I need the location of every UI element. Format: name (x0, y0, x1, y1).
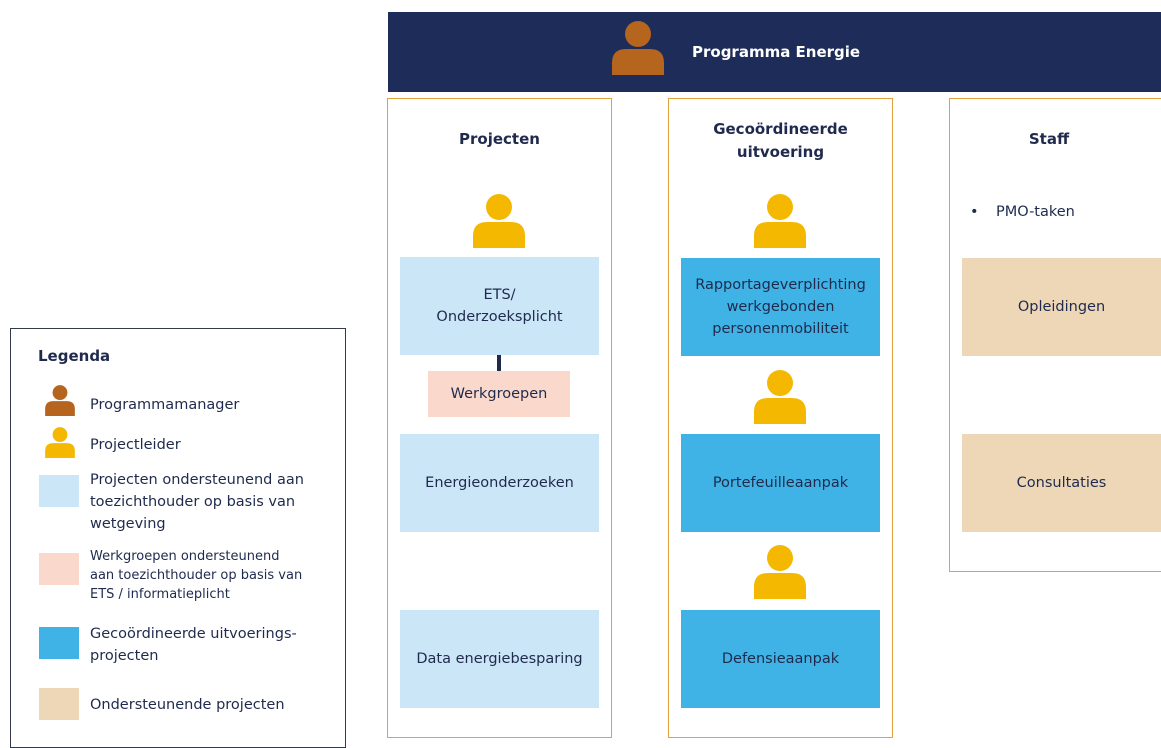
gecoordineerde-uitvoering-title: Gecoördineerde uitvoering (713, 120, 848, 161)
staff-title: Staff (1028, 130, 1070, 148)
box-rapportageverplichting: Rapportageverplichting werkgebonden pers… (681, 258, 880, 356)
legend-label-gecoordineerde-uitvoerings: Gecoördineerde uitvoerings- projecten (90, 626, 297, 664)
programmamanager-icon (610, 19, 666, 75)
box-ets-onderzoeksplicht: ETS/ Onderzoeksplicht (400, 257, 599, 355)
projecten-title: Projecten (459, 130, 540, 148)
connector-line (497, 355, 501, 371)
header-title: Programma Energie (692, 43, 861, 61)
legend-box (10, 328, 346, 748)
legend-label-projectleider: Projectleider (90, 437, 181, 453)
projectleider-icon (471, 192, 527, 248)
projectleider-icon (752, 543, 808, 599)
box-data-energiebesparing: Data energiebesparing (400, 610, 599, 708)
legend-swatch-peach (39, 553, 79, 585)
box-consultaties: Consultaties (962, 434, 1161, 532)
legend-swatch-mid-blue (39, 627, 79, 659)
box-defensieaanpak: Defensieaanpak (681, 610, 880, 708)
bullet-dot: • (970, 204, 979, 220)
projectleider-icon (752, 368, 808, 424)
legend-title: Legenda (38, 347, 111, 365)
projectleider-icon (752, 192, 808, 248)
box-opleidingen: Opleidingen (962, 258, 1161, 356)
box-energieonderzoeken: Energieonderzoeken (400, 434, 599, 532)
box-werkgroepen: Werkgroepen (428, 371, 570, 417)
legend-programmamanager-icon (44, 384, 76, 416)
legend-label-ondersteunende-projecten: Ondersteunende projecten (90, 697, 285, 713)
legend-label-projecten-ondersteunend: Projecten ondersteunend aan toezichthoud… (90, 472, 304, 532)
legend-label-programmamanager: Programmamanager (90, 397, 240, 413)
legend-swatch-tan (39, 688, 79, 720)
legend-projectleider-icon (44, 426, 76, 458)
legend-label-werkgroepen-ondersteunend: Werkgroepen ondersteunend aan toezichtho… (90, 549, 303, 602)
column-staff (949, 98, 1161, 572)
staff-bullet-pmo-taken: PMO-taken (996, 204, 1075, 220)
program-header (388, 12, 1161, 92)
legend-swatch-light-blue (39, 475, 79, 507)
box-portefeuilleaanpak: Portefeuilleaanpak (681, 434, 880, 532)
